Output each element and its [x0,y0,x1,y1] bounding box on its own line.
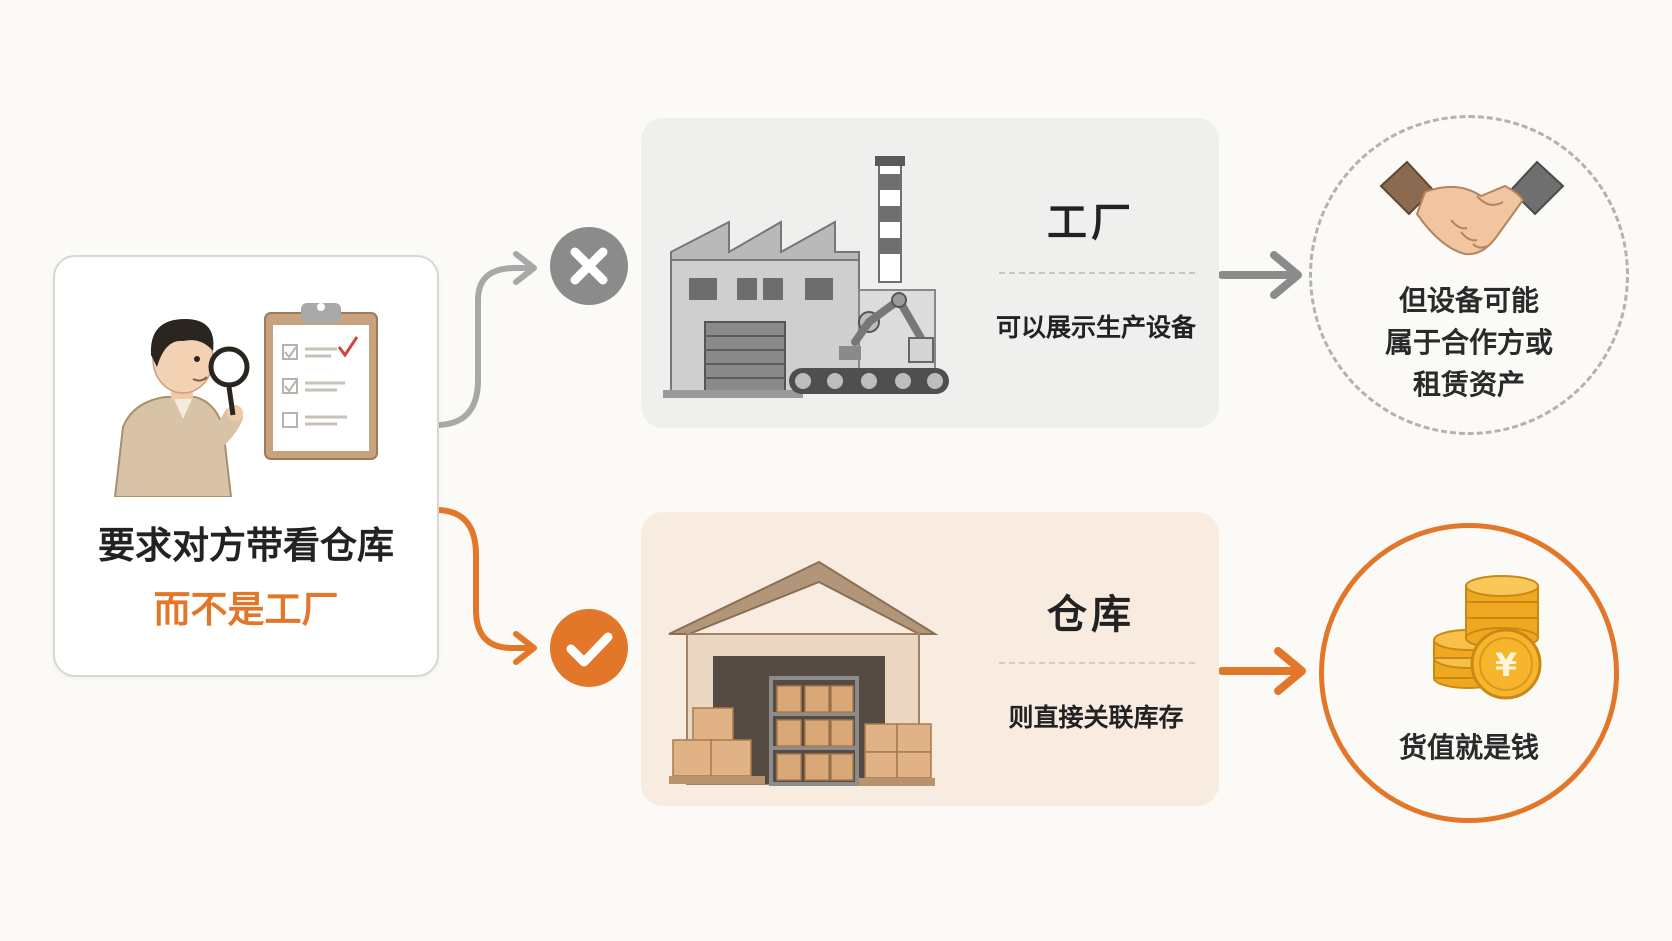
value-circle: ¥ 货值就是钱 [1319,523,1619,823]
svg-text:¥: ¥ [1495,646,1517,684]
warehouse-description: 则直接关联库存 [1008,703,1184,732]
factory-icon [663,156,949,398]
value-text: 货值就是钱 [1398,731,1539,764]
person-icon [113,319,243,497]
inspector-illustration [113,303,378,497]
card-subtitle: 而不是工厂 [153,588,339,631]
arrow-factory-to-risk-head [1270,251,1302,299]
factory-title: 工厂 [1047,200,1135,246]
approve-badge [550,609,628,687]
risk-text: 但设备可能 属于合作方或 租赁资产 [1384,284,1553,401]
handshake-icon [1379,160,1565,256]
check-icon [566,632,613,667]
connector-arrowhead-gray [513,251,537,285]
connector-to-factory [433,265,535,428]
x-icon [570,247,608,285]
risk-circle: 但设备可能 属于合作方或 租赁资产 [1309,115,1629,435]
connector-to-warehouse [433,507,535,651]
connector-arrowhead-orange [513,631,537,665]
reject-badge [550,227,628,305]
inspection-card: 要求对方带看仓库 而不是工厂 [53,255,439,677]
magnifier-icon [208,346,250,416]
arrow-warehouse-to-value-head [1274,647,1306,695]
warehouse-panel: 仓库 则直接关联库存 [641,512,1219,806]
warehouse-divider [999,662,1195,664]
clipboard-icon [264,303,378,460]
warehouse-icon [668,560,939,786]
factory-description: 可以展示生产设备 [995,313,1196,342]
coins-icon: ¥ [1433,575,1542,700]
factory-panel: 工厂 可以展示生产设备 [641,118,1219,428]
card-title: 要求对方带看仓库 [98,524,394,567]
factory-divider [999,272,1195,274]
warehouse-title: 仓库 [1047,592,1135,638]
